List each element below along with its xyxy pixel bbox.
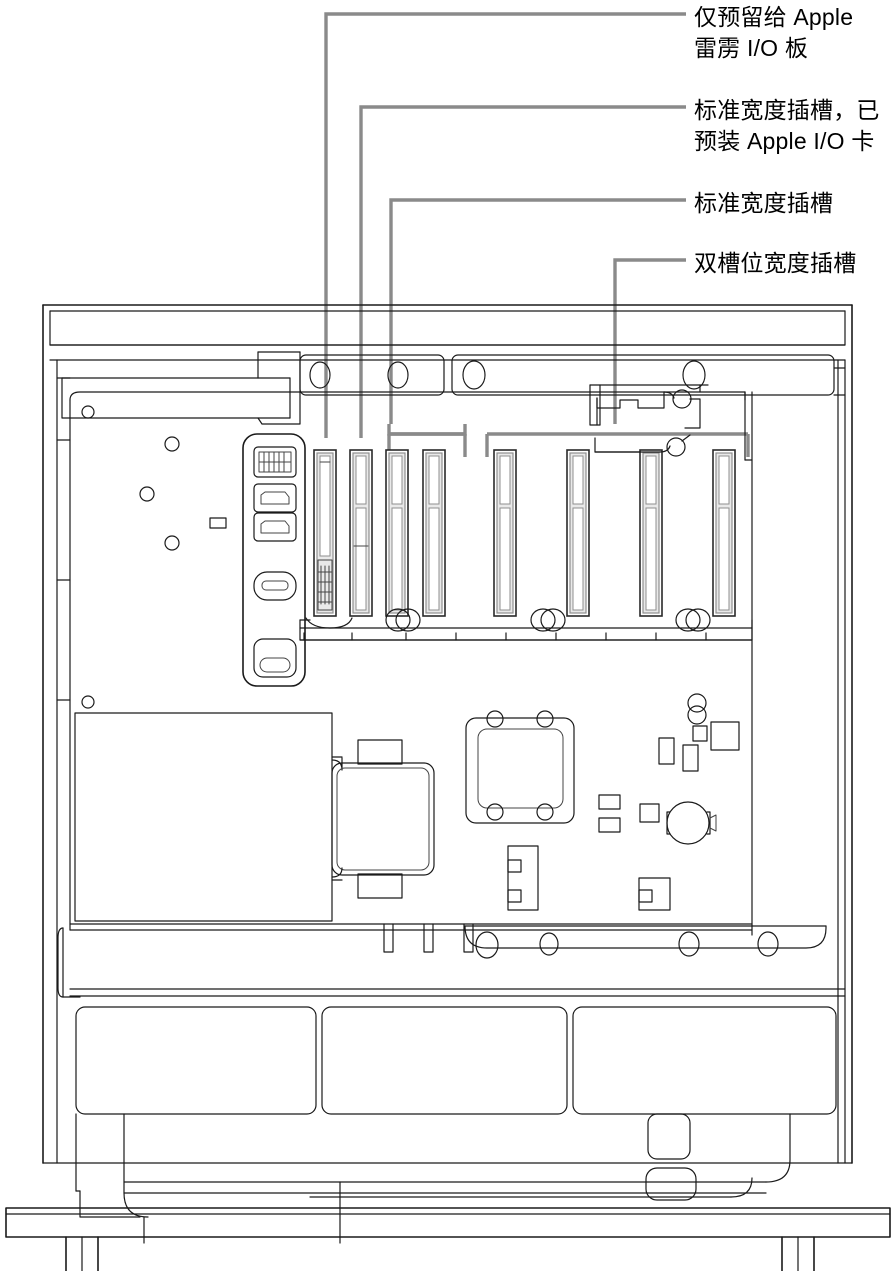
chassis-foot-right [781, 1236, 815, 1271]
cpu-socket [465, 710, 575, 824]
compartment-divider [57, 927, 846, 998]
rear-io-panel [242, 433, 306, 687]
leader-line-standard-preinstalled [359, 105, 686, 438]
pin-header-icon [253, 446, 297, 478]
fan-module-group [75, 1006, 837, 1115]
card-retention-latch[interactable] [589, 384, 709, 457]
pcie-slot-1[interactable] [313, 449, 337, 617]
leader-line-thunderbolt-io [324, 12, 686, 438]
chassis-foot-left [65, 1236, 99, 1271]
callout-leader-lines [324, 12, 750, 457]
pcie-slot-8[interactable] [712, 449, 736, 617]
pcie-slot-5[interactable] [493, 449, 517, 617]
leader-line-double-width [485, 258, 750, 457]
power-supply [74, 712, 435, 922]
motherboard-backplane [69, 391, 753, 936]
pcie-slot-6[interactable] [566, 449, 590, 617]
chassis-base [5, 1162, 891, 1271]
callout-label-standard-preinstalled: 标准宽度插槽，已 预装 Apple I/O 卡 [694, 97, 880, 154]
chassis-outline [42, 304, 853, 1164]
pcie-slot-3[interactable] [385, 449, 409, 617]
usb-c-icon [253, 571, 297, 601]
top-rail [61, 351, 846, 425]
board-lower-edge [69, 923, 753, 953]
callout-label-double-width: 双槽位宽度插槽 [694, 250, 857, 276]
hdmi-icon-1 [253, 483, 297, 513]
cable-duct [75, 1113, 791, 1244]
board-components [507, 693, 740, 911]
bottom-rail [464, 925, 827, 959]
coin-battery [666, 801, 717, 845]
oval-port-icon [253, 638, 297, 678]
pcie-slot-7[interactable] [639, 449, 663, 617]
leader-line-standard-width [387, 198, 686, 457]
left-frame-details [56, 377, 71, 701]
callout-label-thunderbolt-io: 仅预留给 Apple 雷雳 I/O 板 [694, 4, 854, 61]
pcie-slot-2[interactable] [349, 449, 373, 617]
hdmi-icon-2 [253, 512, 297, 542]
pcie-slot-4[interactable] [422, 449, 446, 617]
pcie-slot-group [313, 449, 736, 617]
slot-retainer-bar [299, 608, 753, 641]
callout-label-standard-width: 标准宽度插槽 [694, 190, 834, 216]
